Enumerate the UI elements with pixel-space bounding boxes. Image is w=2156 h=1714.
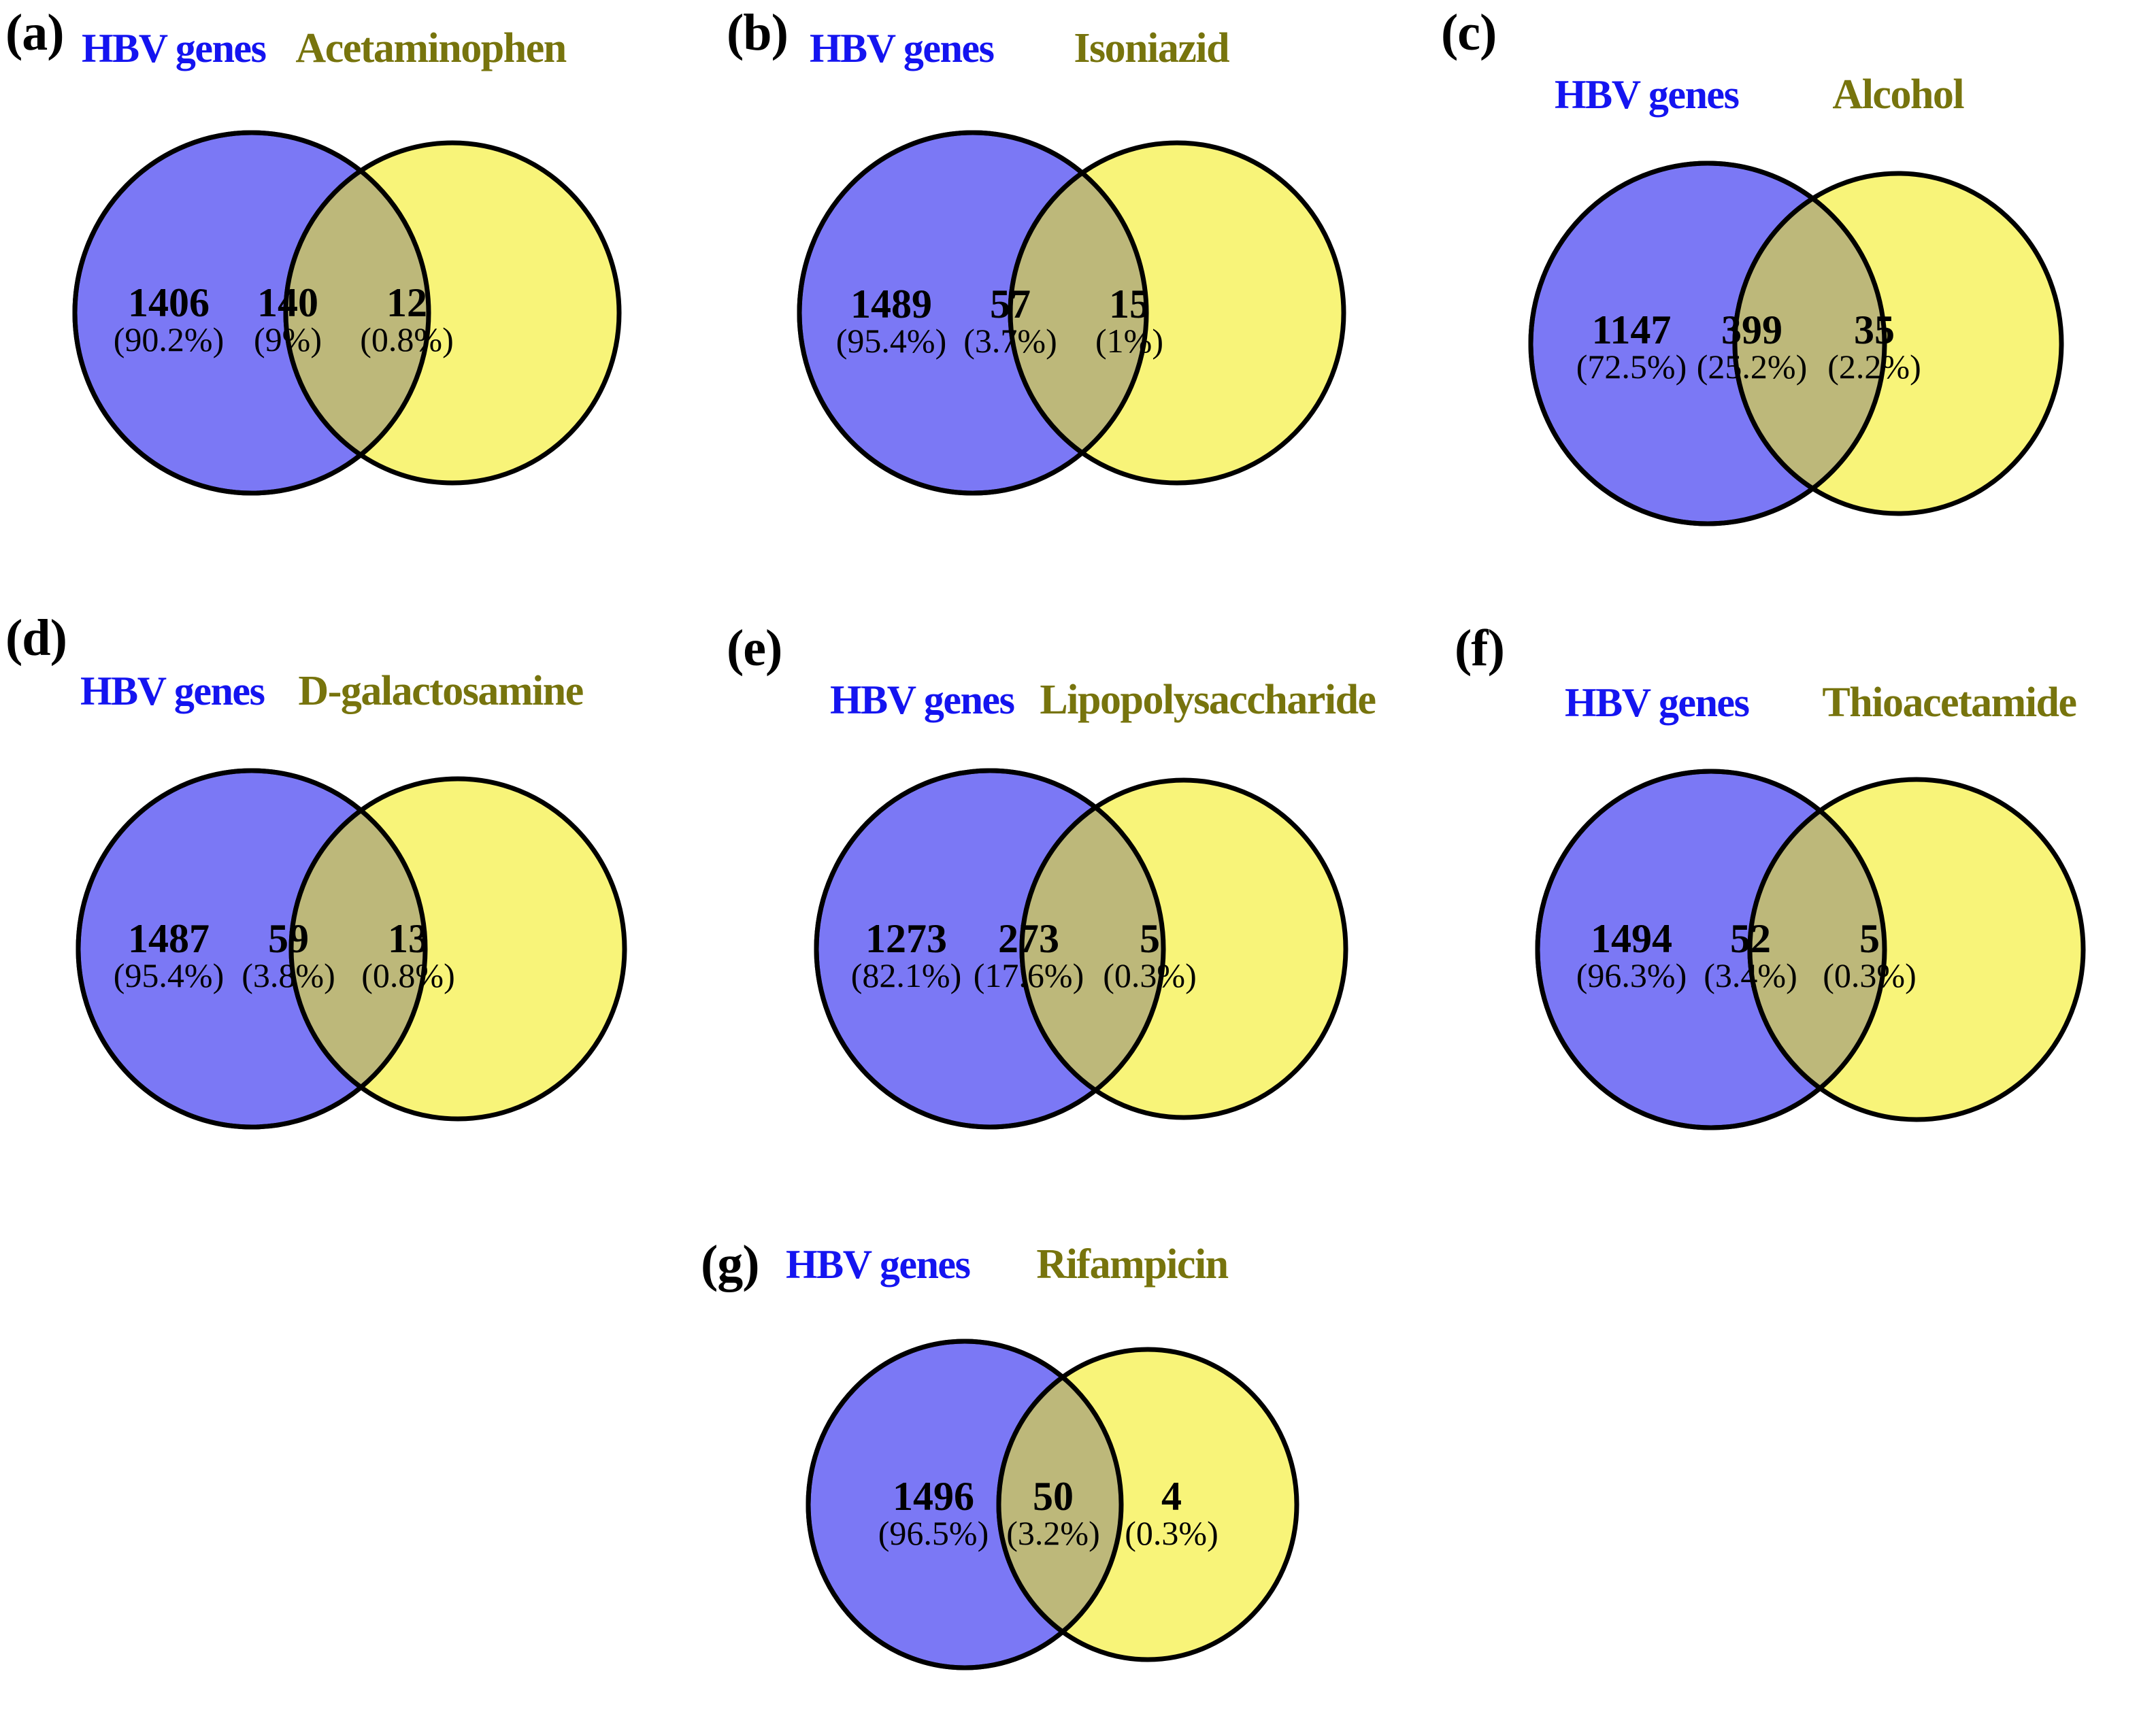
- panel-e-right-title: Lipopolysaccharide: [1040, 677, 1376, 723]
- panel-b: (b) HBV genes Isoniazid 1489 (95.4%) 57: [721, 0, 1442, 544]
- panel-a-venn: [72, 130, 622, 496]
- panel-a: (a) HBV genes Acetaminophen 1406 (90.2%)…: [0, 0, 721, 544]
- panel-e-venn: [814, 768, 1348, 1130]
- panel-f-right-title: Thioacetamide: [1822, 679, 2077, 726]
- panel-b-left-title: HBV genes: [810, 26, 995, 71]
- panel-d-left-title: HBV genes: [80, 669, 265, 713]
- panel-f-venn: [1535, 769, 2086, 1130]
- panel-d-venn: [76, 768, 627, 1130]
- panel-g-left-title: HBV genes: [786, 1242, 971, 1287]
- panel-letter-b: (b): [727, 4, 789, 61]
- panel-letter-e: (e): [727, 620, 782, 677]
- panel-f-left-title: HBV genes: [1565, 680, 1750, 725]
- panel-g-right-title: Rifampicin: [1036, 1241, 1229, 1288]
- panel-d: (d) HBV genes D-galactosamine 1487 (95.4…: [0, 605, 721, 1149]
- panel-c-venn: [1528, 161, 2064, 526]
- panel-c-right-title: Alcohol: [1832, 71, 1964, 118]
- panel-g: (g) HBV genes Rifampicin 1496 (96.5%) 50: [687, 1204, 1436, 1694]
- panel-letter-g: (g): [701, 1235, 760, 1292]
- panel-c-left-title: HBV genes: [1555, 72, 1740, 117]
- panel-e-left-title: HBV genes: [830, 677, 1015, 722]
- panel-letter-a: (a): [5, 4, 65, 61]
- panel-a-left-title: HBV genes: [82, 26, 267, 71]
- panel-a-titles: HBV genes Acetaminophen: [82, 25, 567, 71]
- panel-letter-d: (d): [5, 609, 67, 667]
- panel-b-right-title: Isoniazid: [1074, 25, 1229, 71]
- panel-letter-c: (c): [1441, 4, 1497, 61]
- panel-g-titles: HBV genes Rifampicin: [786, 1241, 1229, 1288]
- panel-e: (e) HBV genes Lipopolysaccharide 1273 (8…: [721, 605, 1449, 1149]
- panel-b-titles: HBV genes Isoniazid: [810, 25, 1230, 71]
- panel-b-venn: [797, 130, 1346, 496]
- panel-f: (f) HBV genes Thioacetamide 1494 (96.3%)…: [1449, 605, 2156, 1149]
- panel-f-titles: HBV genes Thioacetamide: [1565, 679, 2077, 726]
- panel-c-titles: HBV genes Alcohol: [1555, 71, 1965, 118]
- panel-letter-f: (f): [1455, 620, 1505, 677]
- panel-a-right-title: Acetaminophen: [295, 25, 567, 71]
- panel-d-right-title: D-galactosamine: [298, 668, 584, 714]
- panel-d-titles: HBV genes D-galactosamine: [80, 668, 584, 714]
- panel-g-venn: [806, 1339, 1299, 1670]
- panel-c: (c) HBV genes Alcohol 1147 (72.5%) 399: [1436, 0, 2156, 544]
- panel-e-titles: HBV genes Lipopolysaccharide: [830, 679, 1376, 721]
